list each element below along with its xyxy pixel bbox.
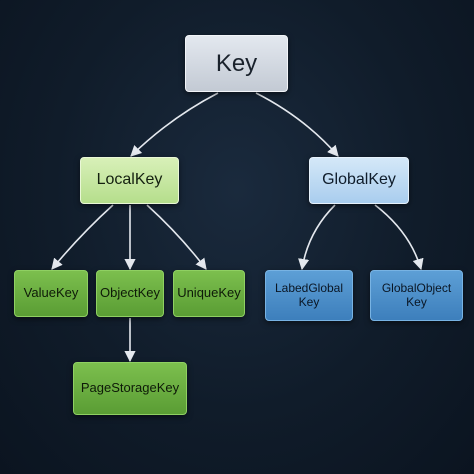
node-key-label: Key <box>215 49 258 77</box>
node-globalobjectkey-label: GlobalObject Key <box>381 280 452 310</box>
node-pagestoragekey-label: PageStorageKey <box>80 380 180 396</box>
node-globalobjectkey-line2: Key <box>406 294 427 309</box>
node-localkey-label: LocalKey <box>96 171 163 189</box>
node-objectkey: ObjectKey <box>96 270 164 317</box>
node-uniquekey-label: UniqueKey <box>177 285 241 301</box>
node-globalobjectkey: GlobalObject Key <box>370 270 463 321</box>
connector-key-to-localkey <box>130 92 219 157</box>
connector-globalkey-to-labeledglobalkey <box>298 204 336 271</box>
node-globalkey-label: GlobalKey <box>322 171 396 189</box>
node-valuekey-label: ValueKey <box>23 285 79 301</box>
connector-localkey-to-valuekey <box>51 204 114 270</box>
node-pagestoragekey: PageStorageKey <box>73 362 187 415</box>
node-objectkey-label: ObjectKey <box>100 285 160 301</box>
connector-localkey-to-uniquekey <box>146 204 207 270</box>
node-globalkey: GlobalKey <box>309 157 409 204</box>
node-globalobjectkey-line1: GlobalObject <box>381 280 452 295</box>
node-labeledglobalkey-line1: LabedGlobal <box>274 280 344 295</box>
node-labeledglobalkey-line2: Key <box>298 294 320 309</box>
connector-globalkey-to-globalobjectkey <box>374 204 424 271</box>
node-key: Key <box>185 35 288 92</box>
node-labeledglobalkey-label: LabedGlobal Key <box>274 280 344 310</box>
node-labeledglobalkey: LabedGlobal Key <box>265 270 353 321</box>
node-localkey: LocalKey <box>80 157 179 204</box>
node-uniquekey: UniqueKey <box>173 270 245 317</box>
node-valuekey: ValueKey <box>14 270 88 317</box>
connector-key-to-globalkey <box>255 92 339 157</box>
